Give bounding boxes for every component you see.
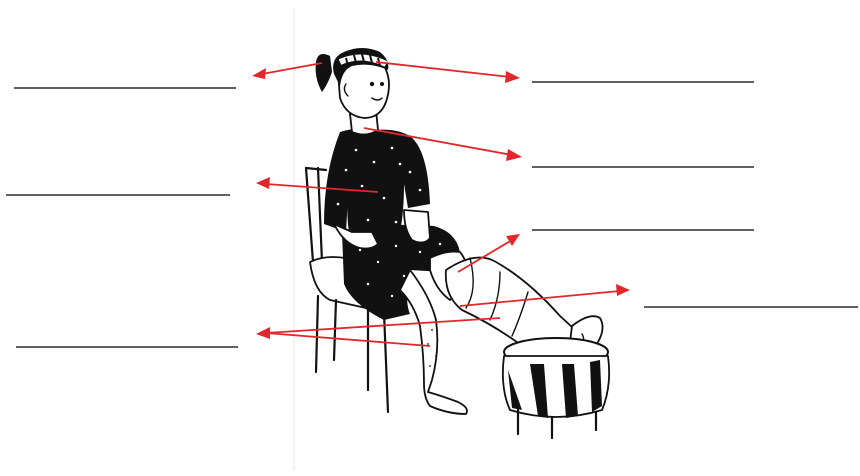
arrow-to-right-top (376, 62, 510, 77)
arrowhead-left-top (252, 68, 266, 79)
arrowhead-right-top (505, 71, 520, 83)
head (316, 48, 389, 118)
person-illustration (306, 48, 609, 438)
ponytail (316, 54, 332, 92)
arrowhead-left-middle (256, 177, 270, 189)
arrowhead-left-bottom (256, 327, 270, 339)
arrowhead-right-fourth (616, 284, 630, 296)
arrow-to-left-bottom-a (266, 318, 500, 333)
arrowhead-right-third (506, 234, 520, 246)
footstool (503, 338, 609, 438)
arrow-to-left-top (262, 63, 322, 74)
arrow-to-left-bottom-b (266, 333, 430, 346)
arrowhead-right-second (506, 149, 522, 161)
